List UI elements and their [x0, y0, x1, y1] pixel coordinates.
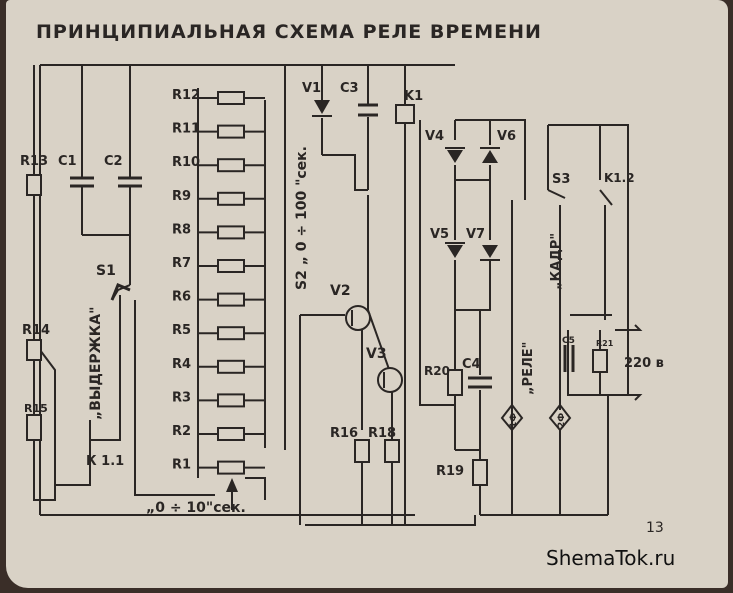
label-r20: R20: [424, 364, 450, 378]
label-r11: R11: [172, 122, 200, 137]
label-rele: „РЕЛЕ": [521, 342, 536, 395]
label-s3: S3: [552, 172, 570, 187]
label-r21: R21: [596, 339, 614, 348]
label-r1: R1: [172, 458, 191, 473]
r15-resistor: [26, 414, 42, 441]
label-r15: R15: [24, 402, 48, 415]
label-r4: R4: [172, 357, 191, 372]
label-range-10: „0 ÷ 10"сек.: [146, 500, 246, 516]
label-v2: V2: [330, 283, 351, 299]
r1-slider-arrow: [226, 478, 238, 492]
label-r8: R8: [172, 222, 191, 237]
label-r19: R19: [436, 464, 464, 479]
r20-resistor: [447, 369, 463, 396]
output-220v-arrow: [615, 324, 643, 331]
r18-resistor: [384, 439, 400, 463]
ladder-resistor-r4: R4: [172, 357, 265, 374]
ladder-resistor-r3: R3: [172, 390, 265, 408]
label-plug-2f: 2Ф: [557, 413, 567, 428]
label-r18: R18: [368, 426, 396, 441]
label-v1: V1: [302, 81, 321, 96]
page-number: 13: [646, 520, 664, 536]
ladder-resistor-r12: R12: [172, 88, 265, 105]
plug-2f: [548, 403, 572, 432]
label-r9: R9: [172, 189, 191, 204]
v6-diode: [482, 150, 498, 163]
label-r3: R3: [172, 390, 191, 405]
labels: R13 C1 C2 R14 R15 S1 К 1.1 „ВЫДЕРЖКА" S2…: [20, 81, 664, 536]
v3-transistor: [377, 367, 403, 393]
label-v6: V6: [497, 129, 516, 144]
r13-resistor: [26, 174, 42, 196]
label-r6: R6: [172, 290, 191, 305]
label-kadr: „КАДР": [549, 233, 564, 290]
label-v4: V4: [425, 129, 444, 144]
v4-diode: [447, 150, 463, 163]
label-220v: 220 в: [624, 356, 664, 371]
label-c4: C4: [462, 357, 481, 372]
label-c2: C2: [104, 154, 123, 169]
ladder-resistor-r2: R2: [172, 424, 265, 441]
watermark-text: ShemaTok.ru: [546, 546, 676, 570]
label-r16: R16: [330, 426, 358, 441]
label-s2-range: S2 „ 0 ÷ 100 "сек.: [294, 146, 310, 290]
s1-switch: [110, 283, 131, 301]
label-r10: R10: [172, 155, 200, 170]
v2-transistor: [345, 305, 371, 331]
label-vyderzhka: „ВЫДЕРЖКА": [88, 307, 104, 420]
label-s1: S1: [96, 263, 116, 279]
ladder-resistor-r11: R11: [172, 122, 265, 139]
v7-diode: [482, 245, 498, 258]
ladder-resistor-r7: R7: [172, 256, 265, 273]
label-k12: K1.2: [604, 171, 635, 185]
label-k11: К 1.1: [86, 454, 124, 469]
label-r14: R14: [22, 323, 50, 338]
label-v5: V5: [430, 227, 449, 242]
label-k1: K1: [404, 89, 423, 104]
ladder-resistor-r1: R1: [172, 458, 265, 475]
label-r5: R5: [172, 323, 191, 338]
label-c3: C3: [340, 81, 359, 96]
ladder-resistor-r8: R8: [172, 222, 265, 240]
r14-resistor: [26, 339, 42, 361]
plug-1f: [500, 403, 524, 432]
label-r13: R13: [20, 154, 48, 169]
label-plug-1f: 1Ф: [509, 413, 519, 428]
label-v7: V7: [466, 227, 485, 242]
v1-diode: [314, 100, 330, 114]
label-r2: R2: [172, 424, 191, 439]
main-wires: [33, 64, 629, 526]
ladder-resistor-r6: R6: [172, 290, 265, 307]
ladder-resistor-r10: R10: [172, 155, 265, 173]
ladder-resistor-r9: R9: [172, 189, 265, 206]
r21-resistor: [592, 349, 608, 373]
label-c1: C1: [58, 154, 77, 169]
k1-relay-coil: [395, 104, 415, 124]
v5-diode: [447, 245, 463, 258]
diagram-title: ПРИНЦИПИАЛЬНАЯ СХЕМА РЕЛЕ ВРЕМЕНИ: [36, 21, 542, 43]
ladder-resistor-r5: R5: [172, 323, 265, 341]
label-r12: R12: [172, 88, 200, 103]
label-v3: V3: [366, 346, 387, 362]
components: [26, 100, 643, 492]
label-r7: R7: [172, 256, 191, 271]
r19-resistor: [472, 459, 488, 486]
label-c5: C5: [562, 336, 575, 346]
r16-resistor: [354, 439, 370, 463]
